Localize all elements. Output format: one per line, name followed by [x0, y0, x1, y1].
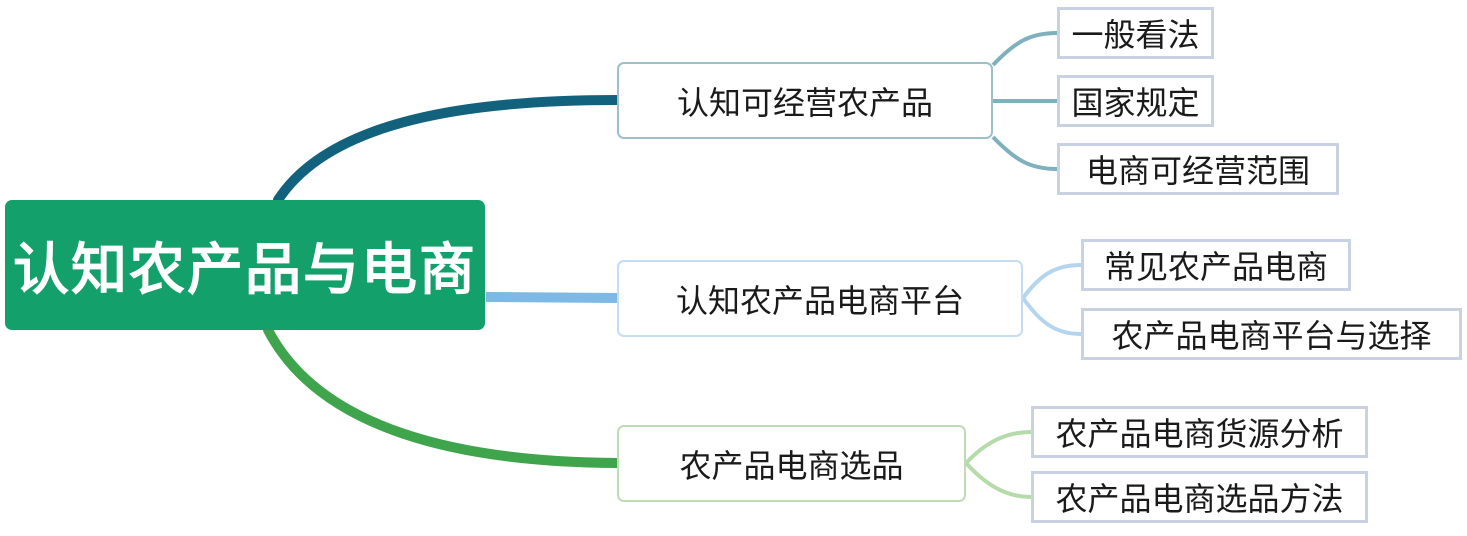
connector-root-branch-1: [273, 95, 622, 205]
subtopic-1-2[interactable]: 国家规定: [1057, 75, 1214, 127]
subtopic-1-3[interactable]: 电商可经营范围: [1057, 143, 1339, 195]
branch-topic-1[interactable]: 认知可经营农产品: [617, 62, 993, 139]
connector-branch-2-leaf-1: [1021, 263, 1082, 300]
subtopic-1-1[interactable]: 一般看法: [1057, 7, 1214, 59]
subtopic-3-1[interactable]: 农产品电商货源分析: [1031, 406, 1368, 458]
connector-branch-3-leaf-2: [964, 461, 1032, 499]
subtopic-3-2[interactable]: 农产品电商选品方法: [1031, 471, 1368, 523]
subtopic-2-2[interactable]: 农产品电商平台与选择: [1081, 308, 1462, 360]
connector-branch-1-leaf-3: [991, 135, 1058, 171]
branch-topic-2[interactable]: 认知农产品电商平台: [617, 260, 1023, 337]
root-topic[interactable]: 认知农产品与电商: [5, 200, 485, 330]
connector-root-branch-3: [263, 325, 622, 468]
branch-topic-3[interactable]: 农产品电商选品: [617, 425, 966, 502]
connector-root-branch-2: [485, 292, 618, 303]
connector-branch-1-leaf-1: [991, 31, 1058, 67]
subtopic-2-1[interactable]: 常见农产品电商: [1081, 239, 1351, 291]
connector-branch-3-leaf-1: [964, 430, 1032, 465]
connector-branch-2-leaf-2: [1021, 296, 1082, 336]
